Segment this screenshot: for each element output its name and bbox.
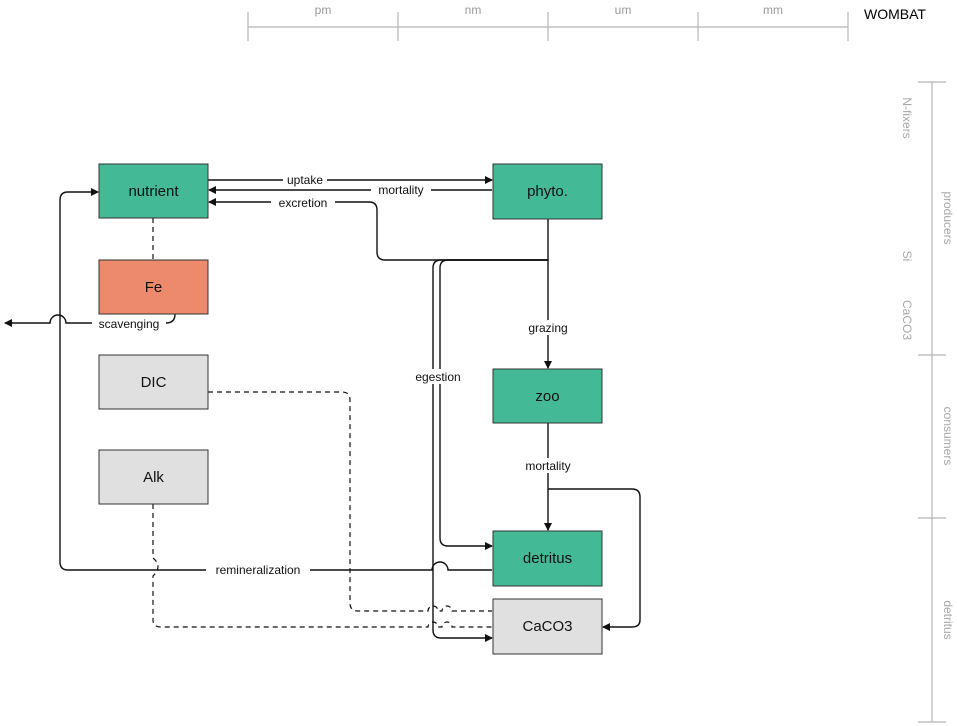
- box-fe-label: Fe: [145, 279, 163, 296]
- group-label-consumers: consumers: [941, 407, 955, 466]
- box-detritus[interactable]: detritus: [492, 530, 603, 587]
- sub-label-n-fixers: N-fixers: [900, 97, 914, 138]
- edge-label-scavenging: scavenging: [92, 316, 166, 331]
- group-scale: [918, 81, 946, 723]
- edge-label-excretion: excretion: [271, 195, 335, 210]
- scale-label-um: um: [615, 3, 632, 17]
- box-fe[interactable]: Fe: [98, 259, 209, 315]
- box-caco3[interactable]: CaCO3: [492, 598, 603, 655]
- scale-label-mm: mm: [763, 3, 783, 17]
- edge-label-mortality-zoo: mortality: [518, 458, 578, 473]
- edge-label-egestion: egestion: [410, 369, 466, 384]
- model-title: WOMBAT: [864, 6, 926, 22]
- box-zoo-label: zoo: [535, 388, 559, 405]
- sub-label-caco3: CaCO3: [900, 300, 914, 340]
- scale-label-pm: pm: [315, 3, 332, 17]
- flow-lines: [4, 176, 641, 642]
- svg-text:mortality: mortality: [525, 459, 570, 473]
- size-scale: [247, 12, 849, 41]
- box-nutrient[interactable]: nutrient: [98, 163, 209, 219]
- box-dic-label: DIC: [141, 374, 167, 391]
- box-nutrient-label: nutrient: [128, 183, 179, 200]
- svg-text:egestion: egestion: [415, 370, 460, 384]
- box-alk-label: Alk: [143, 469, 164, 486]
- svg-text:grazing: grazing: [528, 321, 567, 335]
- group-label-detritus: detritus: [941, 600, 955, 639]
- box-detritus-label: detritus: [523, 550, 572, 567]
- svg-text:remineralization: remineralization: [216, 563, 301, 577]
- box-phyto[interactable]: phyto.: [492, 163, 603, 220]
- svg-text:excretion: excretion: [279, 196, 328, 210]
- group-label-producers: producers: [941, 191, 955, 244]
- edge-label-grazing: grazing: [522, 320, 574, 335]
- sub-label-si: Si: [900, 251, 914, 262]
- svg-text:mortality: mortality: [378, 183, 423, 197]
- dashed-connections: [152, 218, 492, 628]
- box-dic[interactable]: DIC: [98, 354, 209, 410]
- scale-label-nm: nm: [465, 3, 482, 17]
- box-alk[interactable]: Alk: [98, 449, 209, 505]
- edge-label-remineralization: remineralization: [206, 562, 310, 577]
- edge-label-mortality-phyto: mortality: [371, 182, 431, 197]
- svg-text:uptake: uptake: [287, 173, 323, 187]
- box-zoo[interactable]: zoo: [492, 368, 603, 424]
- box-phyto-label: phyto.: [527, 183, 568, 200]
- box-caco3-label: CaCO3: [522, 618, 572, 635]
- svg-text:scavenging: scavenging: [99, 317, 160, 331]
- edge-label-uptake: uptake: [283, 172, 327, 187]
